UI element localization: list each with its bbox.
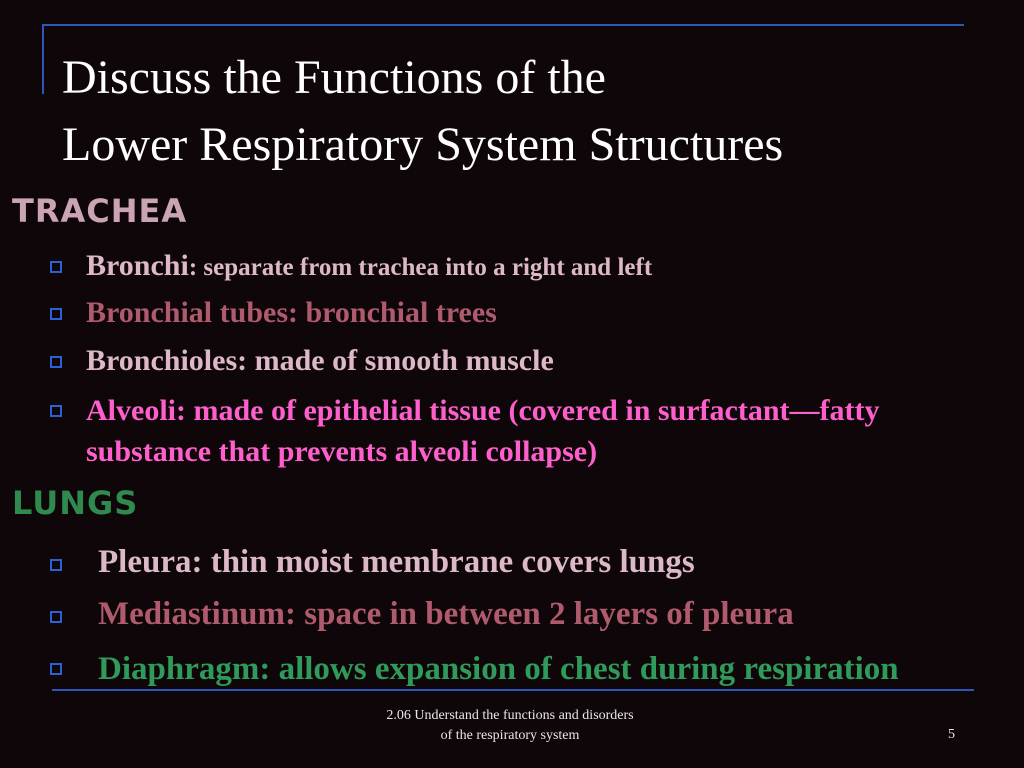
square-bullet-icon (50, 611, 62, 623)
bottom-rule (52, 689, 974, 691)
footer-line-1: 2.06 Understand the functions and disord… (386, 708, 634, 723)
heading-trachea: Trachea (12, 192, 188, 230)
square-bullet-icon (50, 663, 62, 675)
square-bullet-icon (50, 559, 62, 571)
square-bullet-icon (50, 405, 62, 417)
title-line-1: Discuss the Functions of the (62, 51, 606, 104)
bullet-text: Mediastinum: space in between 2 layers o… (98, 596, 794, 632)
bullet-text: Bronchial tubes: bronchial trees (86, 296, 497, 329)
footer-line-2: of the respiratory system (440, 728, 580, 743)
bullet-text: Bronchioles: made of smooth muscle (86, 344, 554, 377)
square-bullet-icon (50, 308, 62, 320)
bullet-text: Diaphragm: allows expansion of chest dur… (98, 651, 899, 687)
heading-lungs: Lungs (12, 484, 139, 522)
top-rule (42, 24, 964, 26)
bullet-label: Bronchi (86, 249, 189, 282)
bullet-text: Alveoli: made of epithelial tissue (cove… (86, 394, 880, 468)
square-bullet-icon (50, 356, 62, 368)
square-bullet-icon (50, 261, 62, 273)
page-number: 5 (948, 727, 955, 742)
bullet-text: Pleura: thin moist membrane covers lungs (98, 544, 695, 580)
slide-title: Discuss the Functions of the Lower Respi… (62, 44, 1002, 178)
left-rule (42, 24, 44, 94)
footer-caption: 2.06 Understand the functions and disord… (330, 706, 690, 746)
bullet-text: : separate from trachea into a right and… (188, 254, 653, 281)
title-line-2: Lower Respiratory System Structures (62, 118, 784, 171)
